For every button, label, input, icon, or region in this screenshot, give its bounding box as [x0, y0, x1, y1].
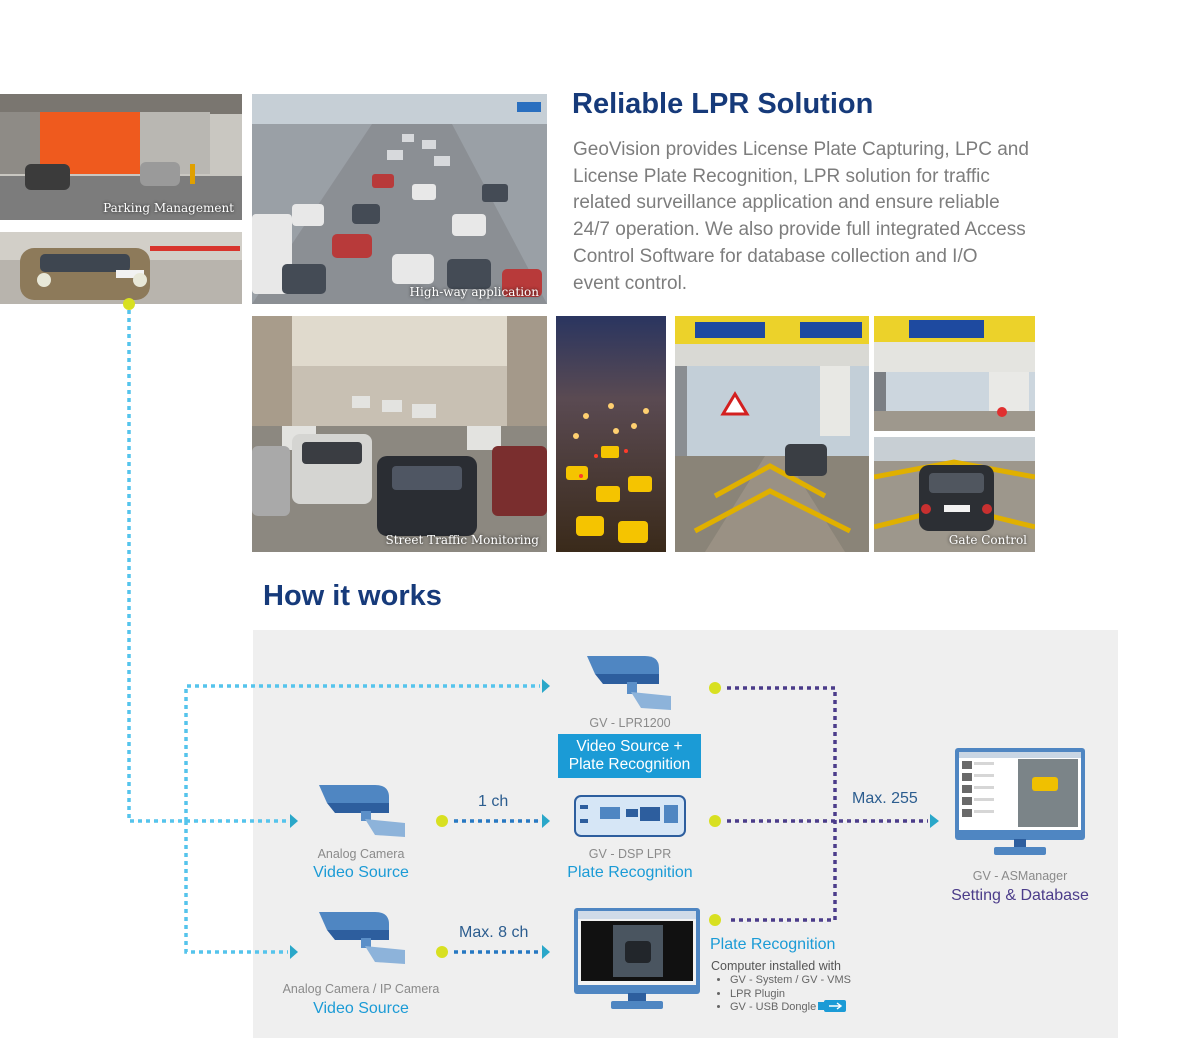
analog-ip-camera-icon [319, 912, 405, 964]
intro-line: related surveillance application and ens… [573, 192, 1000, 214]
arrowhead [542, 814, 550, 828]
night-traffic-photo [556, 316, 666, 552]
analog-camera-icon [319, 785, 405, 837]
highway-caption: High-way application [409, 285, 539, 299]
intro-line: event control. [573, 272, 688, 294]
arrowhead [290, 945, 298, 959]
analog-camera-name: Analog Camera [317, 847, 405, 861]
lpr1200-camera-icon [587, 656, 671, 710]
dsp-lpr-name: GV - DSP LPR [588, 847, 672, 861]
dsp-lpr-role: Plate Recognition [567, 864, 693, 881]
lpr1200-badge: Video Source + Plate Recognition [558, 734, 701, 778]
arrowhead [542, 679, 550, 693]
connector-dot [709, 682, 721, 694]
pc-software-list: GV - System / GV - VMS LPR Plugin GV - U… [712, 974, 851, 1015]
connector-dot [436, 946, 448, 958]
parking-caption: Parking Management [103, 201, 234, 215]
lpr1200-to-manager-line [727, 686, 837, 922]
pc-role: Plate Recognition [710, 936, 836, 953]
street-photo: Street Traffic Monitoring [252, 316, 547, 552]
max-255-label: Max. 255 [852, 790, 918, 807]
intro-paragraph: GeoVision provides License Plate Capturi… [573, 137, 1053, 297]
parking-photo-bottom [0, 232, 242, 304]
asmanager-monitor-icon [955, 748, 1085, 855]
intro-title: Reliable LPR Solution [572, 88, 874, 120]
arrowhead [290, 814, 298, 828]
lpr1200-name: GV - LPR1200 [589, 716, 671, 730]
intro-line: License Plate Recognition, LPR solution … [573, 165, 990, 187]
pc-software-item-text: GV - USB Dongle [730, 1001, 817, 1013]
connector-dot [709, 815, 721, 827]
analog-camera-role: Video Source [313, 864, 409, 881]
pc-software-item: LPR Plugin [730, 988, 851, 1002]
arrowhead [542, 945, 550, 959]
lpr1200-badge-line2: Plate Recognition [568, 756, 691, 773]
one-channel-label: 1 ch [478, 793, 509, 810]
dsp-lpr-device-icon [574, 795, 686, 837]
intro-line: GeoVision provides License Plate Capturi… [573, 139, 1029, 160]
how-it-works-title: How it works [263, 580, 442, 612]
asmanager-role: Setting & Database [951, 887, 1089, 904]
intro-line: Control Software for database collection… [573, 245, 978, 267]
analog-ip-camera-name: Analog Camera / IP Camera [282, 982, 440, 996]
lpr1200-badge-line1: Video Source + [576, 738, 683, 755]
street-caption: Street Traffic Monitoring [385, 533, 539, 547]
connector-dot [709, 914, 721, 926]
arrowhead [930, 814, 939, 828]
lpr1200-feed-line [184, 684, 540, 821]
pc-software-item: GV - USB Dongle [730, 1001, 851, 1015]
connector-dot [436, 815, 448, 827]
connector-dot [123, 298, 135, 310]
pc-software-item: GV - System / GV - VMS [730, 974, 851, 988]
toll-gate-photo [675, 316, 869, 552]
eight-channel-label: Max. 8 ch [459, 924, 529, 941]
analog-ip-feed-line [184, 821, 288, 954]
gate-caption: Gate Control [948, 533, 1027, 547]
intro-line: 24/7 operation. We also provide full int… [573, 219, 1026, 241]
asmanager-name: GV - ASManager [972, 869, 1068, 883]
parking-feed-line [127, 310, 288, 823]
gate-photo-top [874, 316, 1035, 431]
analog-ip-camera-role: Video Source [313, 1000, 409, 1017]
parking-photo-top: Parking Management [0, 94, 242, 220]
pc-description: Computer installed with [711, 959, 841, 973]
usb-dongle-icon [818, 1000, 846, 1012]
gate-photo-bottom: Gate Control [874, 437, 1035, 552]
pc-monitor-icon [574, 908, 700, 1009]
highway-photo: High-way application [252, 94, 547, 304]
